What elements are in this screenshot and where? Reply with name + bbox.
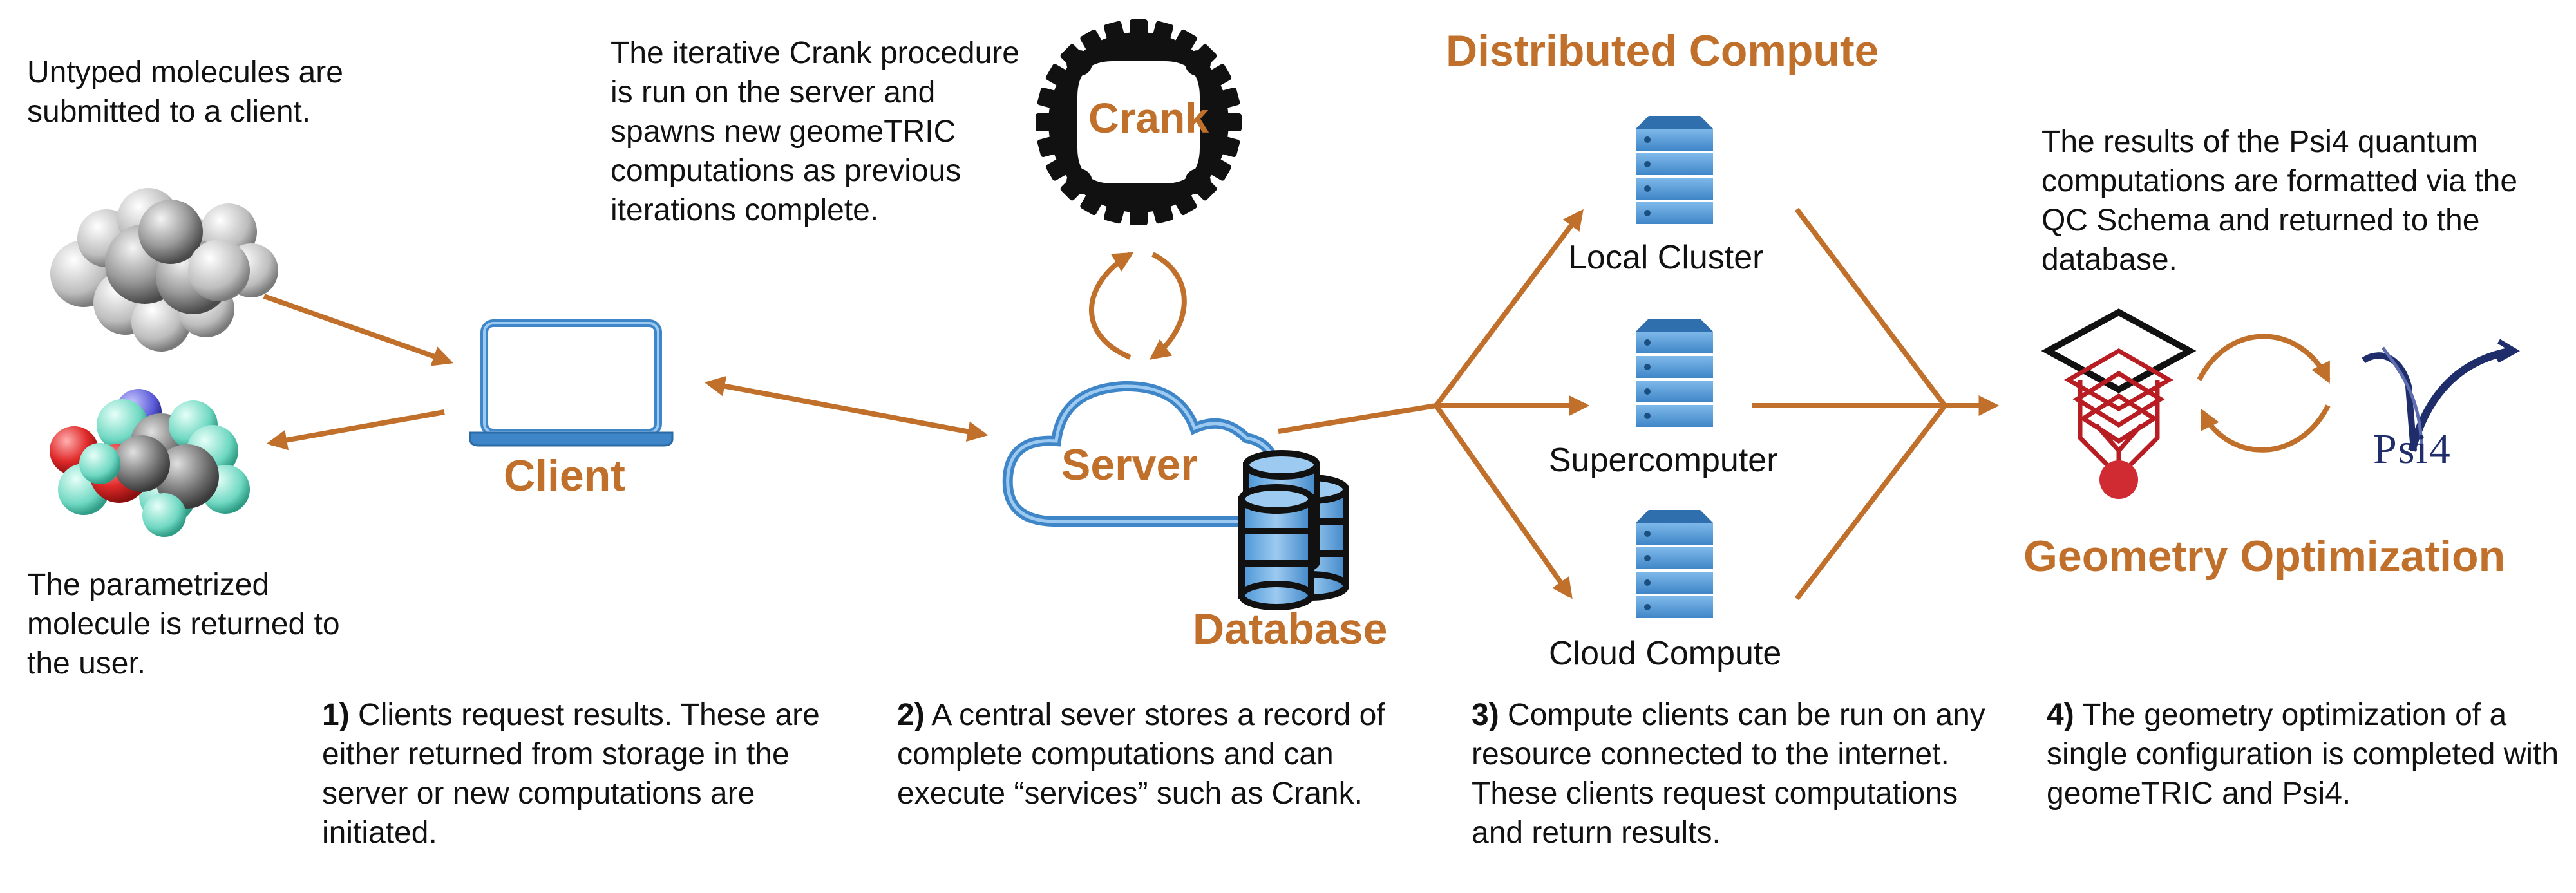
arrow-local-to-geom bbox=[1794, 207, 1947, 408]
caption-2: 2) A central sever stores a record of co… bbox=[897, 695, 1432, 813]
untyped-molecules-text: Untyped molecules are submitted to a cli… bbox=[27, 55, 343, 129]
caption-1: 1) Clients request results. These are ei… bbox=[322, 695, 857, 852]
caption-4: 4) The geometry optimization of a single… bbox=[2047, 695, 2562, 813]
geometric-logo-icon bbox=[2041, 308, 2197, 499]
local-cluster-server-icon bbox=[1636, 116, 1713, 224]
database-icon bbox=[1238, 450, 1349, 610]
caption-2-number: 2) bbox=[897, 698, 925, 732]
arrow-to-cloud-compute bbox=[1434, 404, 1573, 599]
supercomputer-server-icon bbox=[1636, 319, 1713, 427]
distributed-compute-title: Distributed Compute bbox=[1446, 26, 1879, 75]
caption-1-text: Clients request results. These are eithe… bbox=[322, 698, 820, 850]
psi4-logo-text: Psi4 bbox=[2373, 426, 2452, 473]
arrow-geometric-to-psi4 bbox=[2197, 334, 2331, 384]
psi4-description: The results of the Psi4 quantum computat… bbox=[2041, 125, 2518, 277]
arrow-psi4-to-geometric bbox=[2200, 404, 2331, 453]
client-label: Client bbox=[504, 451, 625, 500]
local-cluster-label: Local Cluster bbox=[1568, 239, 1764, 276]
cloud-compute-label: Cloud Compute bbox=[1549, 635, 1782, 672]
geometry-optimization-title: Geometry Optimization bbox=[2023, 532, 2506, 581]
parametrized-molecule-image bbox=[50, 389, 250, 537]
arrow-server-to-crank bbox=[1088, 252, 1134, 360]
arrow-molecule-to-client bbox=[263, 294, 454, 366]
caption-4-number: 4) bbox=[2047, 698, 2074, 732]
caption-2-text: A central sever stores a record of compl… bbox=[897, 698, 1385, 811]
parametrized-molecule-text: The parametrized molecule is returned to… bbox=[27, 568, 340, 681]
caption-4-text: The geometry optimization of a single co… bbox=[2047, 698, 2559, 811]
arrow-client-server bbox=[704, 375, 989, 442]
caption-3-text: Compute clients can be run on any resour… bbox=[1472, 698, 1985, 850]
crank-gear-icon bbox=[1036, 19, 1242, 225]
supercomputer-label: Supercomputer bbox=[1549, 442, 1778, 479]
crank-description: The iterative Crank procedure is run on … bbox=[611, 36, 1019, 227]
arrow-client-to-molecule bbox=[266, 409, 445, 451]
psi4-logo-icon bbox=[2362, 339, 2520, 452]
caption-3: 3) Compute clients can be run on any res… bbox=[1472, 695, 2000, 852]
arrow-to-local-cluster bbox=[1434, 209, 1584, 408]
arrow-server-to-compute bbox=[1278, 403, 1437, 434]
caption-3-number: 3) bbox=[1472, 698, 1499, 732]
crank-label: Crank bbox=[1088, 94, 1209, 142]
arrow-cloud-to-geom bbox=[1794, 404, 1947, 601]
server-label: Server bbox=[1061, 440, 1198, 489]
untyped-molecule-image bbox=[50, 188, 278, 352]
caption-1-number: 1) bbox=[322, 698, 350, 732]
laptop-icon bbox=[469, 319, 674, 447]
database-label: Database bbox=[1193, 605, 1388, 653]
cloud-compute-server-icon bbox=[1636, 510, 1713, 618]
arrow-crank-to-server bbox=[1149, 252, 1187, 360]
